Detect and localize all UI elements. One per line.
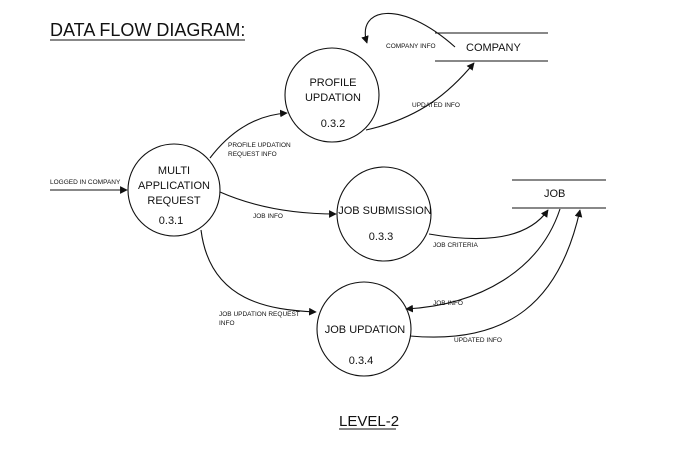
process-3-line1: JOB SUBMISSION: [338, 205, 432, 217]
process-2-line1: PROFILE: [309, 77, 356, 89]
flow-label-updated-info-job: UPDATED INFO: [454, 337, 502, 344]
flow-label-logged-in-company: LOGGED IN COMPANY: [50, 179, 121, 186]
flow-label-company-info: COMPANY INFO: [386, 43, 436, 50]
process-4-number: 0.3.4: [349, 355, 373, 367]
diagram-title: DATA FLOW DIAGRAM:: [50, 20, 245, 40]
process-job-submission: [336, 166, 432, 262]
process-1-line2: APPLICATION: [138, 180, 210, 192]
flow-label-profile-updation-2: REQUEST INFO: [228, 151, 277, 158]
flow-label-job-info-submission: JOB INFO: [253, 213, 283, 220]
flow-label-profile-updation-1: PROFILE UPDATION: [228, 142, 291, 149]
flow-updated-info-company: [365, 62, 475, 131]
flow-updated-info-job: [409, 209, 583, 338]
process-1-number: 0.3.1: [159, 215, 183, 227]
process-job-updation: [316, 281, 412, 377]
process-1-line1: MULTI: [158, 165, 190, 177]
process-2-number: 0.3.2: [321, 118, 345, 130]
store-job-label: JOB: [544, 188, 565, 200]
flow-label-job-updation-1: JOB UPDATION REQUEST: [219, 311, 300, 318]
process-1-line3: REQUEST: [147, 195, 200, 207]
process-profile-updation: [284, 47, 380, 143]
flow-job-info-updation: [405, 208, 561, 313]
flow-job-updation-request: [200, 229, 317, 316]
process-multi-application-request: [127, 143, 221, 237]
flow-company-info: [361, 12, 456, 48]
store-company-label: COMPANY: [466, 42, 521, 54]
flow-label-job-info-updation: JOB INFO: [433, 300, 463, 307]
process-3-number: 0.3.3: [369, 231, 393, 243]
process-2-line2: UPDATION: [305, 92, 361, 104]
flow-profile-updation-request: [209, 109, 288, 159]
process-4-line1: JOB UPDATION: [325, 324, 406, 336]
flow-label-updated-info-company: UPDATED INFO: [412, 102, 460, 109]
flow-job-criteria: [428, 209, 549, 240]
flow-job-info-submission: [219, 191, 337, 218]
flow-label-job-criteria: JOB CRITERIA: [433, 242, 478, 249]
flow-label-job-updation-2: INFO: [219, 320, 235, 327]
level-label: LEVEL-2: [339, 413, 399, 430]
